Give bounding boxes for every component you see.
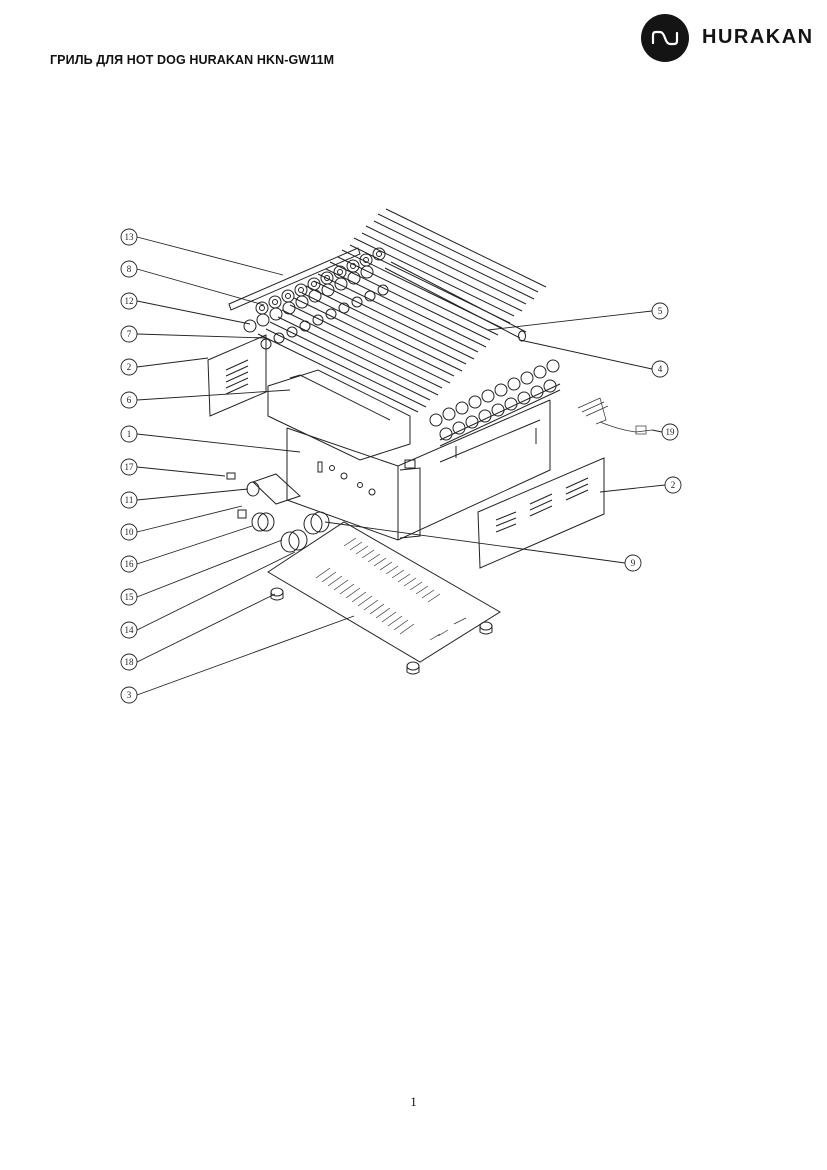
hurakan-wave-logo-icon: [641, 14, 689, 62]
svg-text:15: 15: [125, 592, 135, 602]
callout-13: 13: [120, 228, 138, 246]
page-title: ГРИЛЬ ДЛЯ HOT DOG HURAKAN HKN-GW11M: [50, 53, 335, 67]
side-panel-left: [207, 334, 267, 417]
gear-row-right: [429, 359, 561, 447]
knobs-and-switches: [226, 472, 330, 553]
callout-16: 16: [120, 555, 138, 573]
callout-1: 1: [120, 425, 138, 443]
leader-lines: [136, 236, 666, 696]
roller-set: [257, 208, 547, 413]
svg-text:10: 10: [125, 527, 135, 537]
callout-18: 18: [120, 653, 138, 671]
svg-text:14: 14: [125, 625, 135, 635]
svg-text:19: 19: [666, 427, 676, 437]
svg-text:8: 8: [127, 264, 132, 274]
svg-text:3: 3: [127, 690, 132, 700]
side-panel-right: [477, 457, 605, 569]
svg-text:12: 12: [125, 296, 134, 306]
callout-15: 15: [120, 588, 138, 606]
svg-text:1: 1: [127, 429, 132, 439]
brand-logo: HURAKAN: [641, 14, 821, 64]
svg-text:17: 17: [125, 462, 135, 472]
callout-12: 12: [120, 292, 138, 310]
svg-text:13: 13: [125, 232, 135, 242]
callout-6: 6: [120, 391, 138, 409]
callout-17: 17: [120, 458, 138, 476]
svg-text:9: 9: [631, 558, 636, 568]
bracket-strip: [228, 247, 361, 311]
gear-row-left: [243, 247, 389, 350]
page-number: 1: [410, 1094, 417, 1109]
svg-text:2: 2: [671, 480, 676, 490]
svg-text:11: 11: [125, 495, 134, 505]
callout-3: 3: [120, 686, 138, 704]
bottom-plate: [267, 521, 501, 663]
top-roller: [384, 261, 527, 342]
heating-tray: [267, 369, 411, 461]
svg-text:5: 5: [658, 306, 663, 316]
callout-2-right: 2: [664, 476, 682, 494]
callout-9: 9: [624, 554, 642, 572]
callout-10: 10: [120, 523, 138, 541]
power-cord: [577, 397, 653, 435]
callout-4: 4: [651, 360, 669, 378]
main-body: [286, 399, 551, 541]
brand-name: HURAKAN: [702, 26, 814, 48]
svg-text:2: 2: [127, 362, 132, 372]
callout-14: 14: [120, 621, 138, 639]
callout-19: 19: [661, 423, 679, 441]
callout-8: 8: [120, 260, 138, 278]
callout-7: 7: [120, 325, 138, 343]
callout-11: 11: [120, 491, 138, 509]
svg-text:16: 16: [125, 559, 135, 569]
svg-text:18: 18: [125, 657, 135, 667]
svg-text:6: 6: [127, 395, 132, 405]
rubber-feet: [270, 587, 493, 675]
callout-5: 5: [651, 302, 669, 320]
callout-2-left: 2: [120, 358, 138, 376]
svg-text:4: 4: [658, 364, 663, 374]
svg-text:7: 7: [127, 329, 132, 339]
